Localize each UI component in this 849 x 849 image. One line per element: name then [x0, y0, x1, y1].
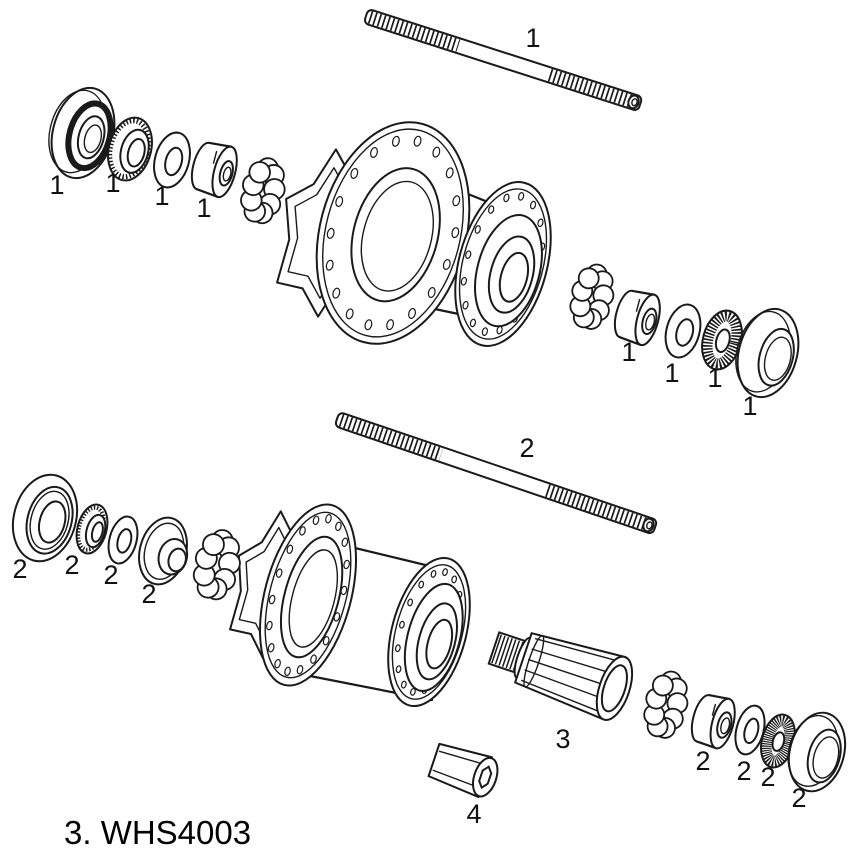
- rear-lock-washer: [760, 713, 796, 769]
- label-rear-dust-cap-right: 2: [791, 783, 806, 813]
- front-lock-nut: [107, 116, 153, 182]
- front-ball-bearings-right: [569, 263, 615, 330]
- label-front-axle: 1: [525, 23, 540, 53]
- rear-washer-right: [734, 704, 766, 756]
- front-axle: [363, 9, 643, 111]
- label-rear-axle: 2: [519, 433, 534, 463]
- label-front-dust-cap-left: 1: [49, 170, 64, 200]
- front-left-flange: [315, 121, 471, 345]
- front-dust-cap-right: [735, 307, 800, 399]
- label-rear-lock-washer: 2: [760, 762, 775, 792]
- rear-right-flange: [387, 556, 471, 708]
- front-right-flange: [454, 181, 552, 347]
- label-front-lock-washer: 1: [707, 363, 722, 393]
- label-front-cone-nut-left: 1: [196, 193, 211, 223]
- label-rear-washer-right: 2: [736, 756, 751, 786]
- rear-cone-nut-right: [690, 694, 736, 750]
- front-ball-bearings-left: [240, 157, 286, 225]
- rear-washer-left: [107, 515, 139, 565]
- rear-ball-bearings-left: [192, 529, 241, 601]
- front-cone-nut-right: [613, 289, 661, 347]
- label-front-lock-nut: 1: [105, 168, 120, 198]
- axle-nut-spacer: [427, 742, 499, 799]
- caption: 3. WHS4003: [64, 814, 251, 849]
- front-lock-washer: [701, 309, 743, 371]
- front-washer-left: [153, 131, 191, 189]
- rear-hub-assembly: [11, 412, 847, 799]
- label-rear-cone-nut-right: 2: [695, 746, 710, 776]
- rear-left-flange: [258, 503, 358, 687]
- rear-dust-cap-right: [787, 711, 847, 793]
- label-front-washer-left: 1: [154, 181, 169, 211]
- front-hub-shell: [276, 121, 552, 347]
- freehub-body: [487, 631, 634, 721]
- front-washer-right: [664, 303, 702, 359]
- part-labels: 1 1 1 1 1 1 1 1 1 2 2 2 2 2 3 2 2 2 2 4: [12, 23, 806, 829]
- label-freehub-body: 3: [555, 724, 570, 754]
- label-front-cone-nut-right: 1: [621, 337, 636, 367]
- label-front-dust-cap-right: 1: [742, 391, 757, 421]
- rear-ball-bearings-right: [643, 670, 689, 739]
- label-rear-dust-cap-left: 2: [12, 554, 27, 584]
- label-rear-seal-nut: 2: [141, 579, 156, 609]
- rear-cone-left: [75, 503, 109, 555]
- label-rear-cone-left: 2: [64, 550, 79, 580]
- rear-axle: [334, 412, 658, 535]
- front-cone-nut-left: [190, 141, 238, 199]
- label-rear-washer-left: 2: [103, 560, 118, 590]
- rear-dust-cap-left: [11, 473, 79, 563]
- label-front-washer-right: 1: [664, 358, 679, 388]
- front-hub-assembly: [48, 9, 800, 399]
- rear-hub-shell: [229, 503, 471, 708]
- label-axle-nut-spacer: 4: [466, 799, 481, 829]
- rear-seal-nut: [138, 516, 189, 586]
- front-dust-cap-left: [48, 86, 116, 180]
